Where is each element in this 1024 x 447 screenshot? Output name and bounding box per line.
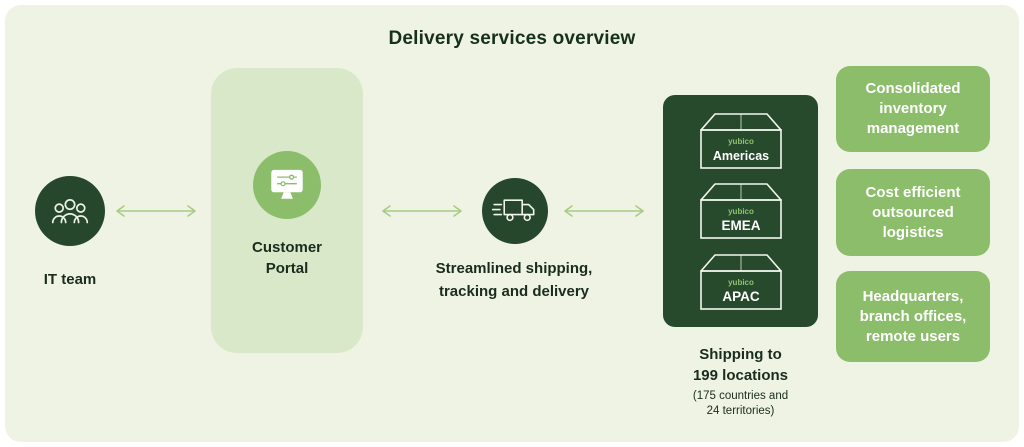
customer-portal-label-line2: Portal [265,260,309,277]
customer-portal-label: Customer Portal [211,237,363,279]
brand-label: yubico [728,278,754,287]
benefit-card-logistics: Cost efficient outsourced logistics [836,169,990,256]
benefit-line: logistics [882,223,944,241]
customer-portal-label-line1: Customer [251,239,322,256]
benefit-line: management [866,120,960,137]
page-title: Delivery services overview [388,28,636,49]
region-label: EMEA [721,218,760,233]
customer-portal-node [253,151,321,219]
double-arrow-icon [116,205,196,217]
shipping-caption-sub1: (175 countries and [692,390,789,402]
shipping-label-line1: Streamlined shipping, [435,260,593,277]
double-arrow-icon [382,205,462,217]
it-team-label: IT team [43,271,97,288]
shipping-caption-line2: 199 locations [692,367,789,384]
shipping-caption-sub2: 24 territories) [706,405,775,417]
shipping-caption-line1: Shipping to [699,346,782,363]
benefit-line: outsourced [872,203,954,221]
region-label: APAC [722,289,760,304]
benefit-line: inventory [879,100,947,117]
brand-label: yubico [728,137,754,146]
shipping-caption: Shipping to 199 locations [653,344,828,386]
it-team-node [35,176,105,246]
regions-panel: yubico Americas yubico EMEA yubico APAC [663,95,818,327]
benefit-line: Cost efficient [865,183,961,201]
brand-label: yubico [728,207,754,216]
region-label: Americas [712,149,768,163]
double-arrow-icon [564,205,644,217]
benefit-card-inventory: Consolidated inventory management [836,66,990,152]
benefit-line: Headquarters, [862,287,964,305]
shipping-label-line2: tracking and delivery [438,283,590,300]
shipping-caption-sub: (175 countries and 24 territories) [653,389,828,419]
portal-monitor-icon [271,169,303,199]
package-icon: yubico APAC [699,253,782,310]
benefit-line: Consolidated [865,80,961,97]
region-box-americas: yubico Americas [693,110,789,172]
people-icon [51,198,89,224]
package-icon: yubico Americas [699,112,782,169]
truck-icon [492,199,535,222]
benefit-line: branch offices, [859,307,967,325]
package-icon: yubico EMEA [699,183,782,239]
shipping-label: Streamlined shipping, tracking and deliv… [394,257,634,303]
shipping-node [482,178,548,244]
benefit-line: remote users [865,327,961,345]
benefit-card-offices: Headquarters, branch offices, remote use… [836,271,990,362]
region-box-emea: yubico EMEA [693,180,789,242]
region-box-apac: yubico APAC [693,251,789,313]
